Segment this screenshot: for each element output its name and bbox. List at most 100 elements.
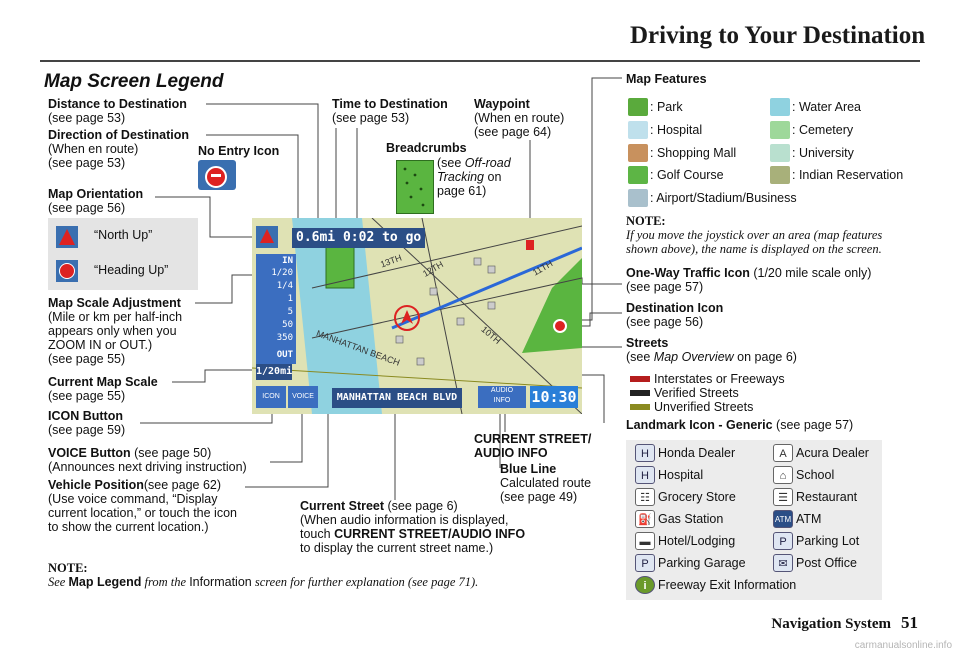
acura-dealer-label: Acura Dealer (796, 446, 869, 460)
direction-label: Direction of Destination(When en route)(… (48, 128, 189, 170)
feature-note: NOTE:If you move the joystick over an ar… (626, 214, 883, 256)
acura-dealer-icon: A (773, 444, 793, 462)
distance-value: 0.6mi (296, 230, 336, 245)
heading-up-icon (56, 260, 78, 282)
section-title: Map Screen Legend (44, 71, 224, 92)
page-header-title: Driving to Your Destination (630, 22, 926, 49)
map-orientation-icon[interactable] (256, 226, 278, 248)
hospital-label: Hospital (658, 468, 704, 482)
voice-button-label: VOICE Button (see page 50)(Announces nex… (48, 446, 247, 474)
water-swatch (770, 98, 790, 116)
golf-course-swatch (628, 166, 648, 184)
interstate-swatch (630, 376, 650, 382)
hospital-area-label: : Hospital (650, 123, 703, 137)
airport-swatch (628, 189, 648, 207)
hospital-icon: H (635, 466, 655, 484)
hotel-icon: ▬ (635, 532, 655, 550)
north-up-text: “North Up” (94, 228, 153, 242)
hospital-swatch (628, 121, 648, 139)
clock-display: 10:30 (530, 386, 578, 408)
post-office-label: Post Office (796, 556, 857, 570)
scale-option[interactable]: 1/20 (271, 268, 293, 278)
water-label: : Water Area (792, 100, 862, 114)
voice-button[interactable]: VOICE (288, 386, 318, 408)
waypoint-label: Waypoint(When en route)(see page 64) (474, 97, 565, 139)
map-features-title: Map Features (626, 72, 707, 86)
page-footer: Navigation System 51 (771, 613, 918, 633)
map-canvas (252, 218, 582, 414)
scale-option[interactable]: 350 (276, 333, 293, 343)
route-info-bar: 0.6mi 0:02 to go (292, 228, 426, 248)
oneway-label: One-Way Traffic Icon (1/20 mile scale on… (626, 266, 872, 294)
icon-button[interactable]: ICON (256, 386, 286, 408)
atm-icon: ATM (773, 510, 793, 528)
honda-dealer-label: Honda Dealer (658, 446, 736, 460)
header-rule (40, 60, 920, 62)
verified-street-label: Verified Streets (654, 386, 739, 400)
scale-option[interactable]: 1 (287, 294, 293, 304)
freeway-exit-label: Freeway Exit Information (658, 578, 797, 592)
current-street-audio-label: CURRENT STREET/AUDIO INFO (474, 432, 592, 460)
gas-station-icon: ⛽ (635, 510, 655, 528)
distance-label: Distance to Destination(see page 53) (48, 97, 187, 125)
golf-course-label: : Golf Course (650, 168, 724, 182)
current-street-label: Current Street (see page 6)(When audio i… (300, 499, 526, 555)
school-icon: ⌂ (773, 466, 793, 484)
watermark: carmanualsonline.info (854, 640, 952, 651)
orientation-label: Map Orientation(see page 56) (48, 187, 144, 215)
bottom-note: NOTE: See Map Legend from the Informatio… (48, 561, 479, 589)
gas-station-label: Gas Station (658, 512, 724, 526)
scale-in-button[interactable]: IN (282, 256, 293, 266)
parking-garage-icon: P (635, 554, 655, 572)
icon-button-label: ICON Button(see page 59) (48, 409, 126, 437)
cemetery-label: : Cemetery (792, 123, 854, 137)
restaurant-label: Restaurant (796, 490, 858, 504)
no-entry-icon (198, 160, 236, 190)
unverified-street-label: Unverified Streets (654, 400, 754, 414)
landmark-label: Landmark Icon - Generic (see page 57) (626, 418, 854, 432)
post-office-icon: ✉ (773, 554, 793, 572)
grocery-store-icon: ☷ (635, 488, 655, 506)
parking-lot-icon: P (773, 532, 793, 550)
landmark-legend-box: H Honda Dealer A Acura Dealer H Hospital… (626, 440, 882, 600)
shopping-mall-label: : Shopping Mall (650, 146, 737, 160)
atm-label: ATM (796, 512, 822, 526)
scale-option[interactable]: 5 (287, 307, 293, 317)
university-swatch (770, 144, 790, 162)
verified-street-swatch (630, 390, 650, 396)
park-swatch (628, 98, 648, 116)
restaurant-icon: ☰ (773, 488, 793, 506)
scale-adjust-panel[interactable]: IN 1/20 1/4 1 5 50 350 OUT (256, 254, 296, 364)
breadcrumbs-label: Breadcrumbs (386, 141, 467, 155)
scale-option[interactable]: 50 (282, 320, 293, 330)
breadcrumbs-icon (396, 160, 434, 214)
university-label: : University (792, 146, 854, 160)
unverified-street-swatch (630, 404, 650, 410)
heading-up-text: “Heading Up” (94, 263, 169, 277)
scale-out-button[interactable]: OUT (276, 350, 293, 360)
vehicle-position-label: Vehicle Position(see page 62)(Use voice … (48, 478, 237, 534)
current-scale-display: 1/20mi (256, 364, 292, 380)
scale-option[interactable]: 1/4 (276, 281, 293, 291)
no-entry-label: No Entry Icon (198, 144, 280, 158)
parking-garage-label: Parking Garage (658, 556, 746, 570)
cemetery-swatch (770, 121, 790, 139)
current-scale-label: Current Map Scale(see page 55) (48, 375, 158, 403)
school-label: School (796, 468, 835, 482)
audio-info-line2: INFO (493, 397, 511, 404)
honda-dealer-icon: H (635, 444, 655, 462)
grocery-store-label: Grocery Store (658, 490, 736, 504)
time-value: 0:02 (342, 230, 375, 245)
footer-section: Navigation System (771, 616, 891, 632)
hotel-label: Hotel/Lodging (658, 534, 736, 548)
north-up-icon (56, 226, 78, 248)
audio-info-button[interactable]: AUDIO INFO (478, 386, 526, 408)
scale-adjust-label: Map Scale Adjustment(Mile or km per half… (48, 296, 183, 366)
page-number: 51 (901, 613, 918, 632)
navigation-map-screen[interactable]: 0.6mi 0:02 to go 13TH 12TH 11TH 10TH MAN… (252, 218, 582, 414)
current-street-name: MANHATTAN BEACH BLVD (332, 388, 462, 408)
destination-icon-label: Destination Icon(see page 56) (626, 301, 724, 329)
park-label: : Park (650, 100, 683, 114)
